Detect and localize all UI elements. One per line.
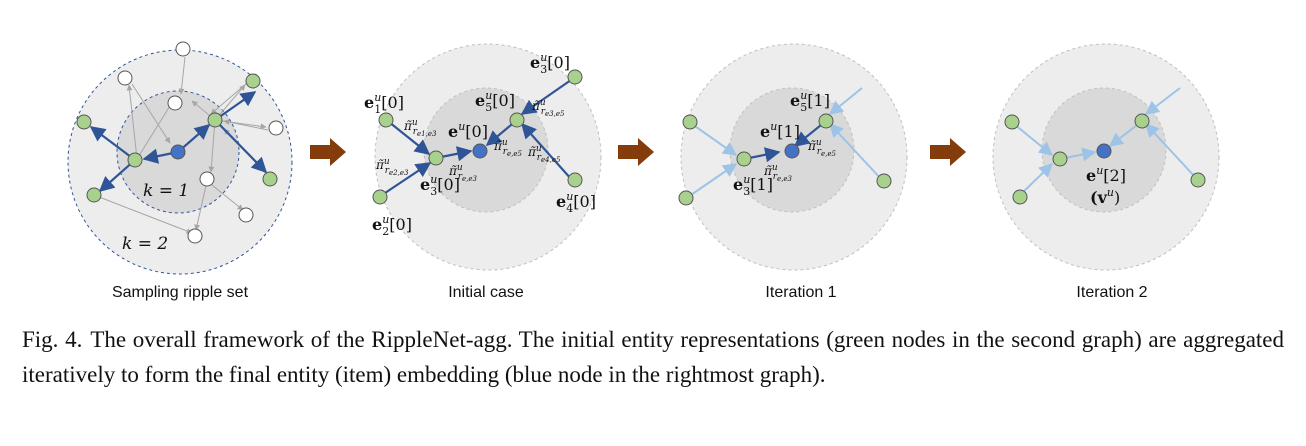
green-node [876, 173, 892, 189]
white-node [238, 207, 254, 223]
transition-arrow [930, 138, 966, 166]
green-node-e3-outer [567, 69, 583, 85]
panel-title: Iteration 2 [1076, 284, 1147, 301]
green-node [1190, 172, 1206, 188]
blue-center-node [170, 144, 186, 160]
white-node [175, 41, 191, 57]
panel2-nodes [372, 69, 583, 205]
green-node [1012, 189, 1028, 205]
panel-title: Iteration 1 [765, 284, 836, 301]
light-edges [687, 87, 883, 198]
label-vu: (vu) [1090, 186, 1120, 207]
green-node [76, 114, 92, 130]
label-eu: eu[2] [1086, 164, 1126, 185]
white-node [199, 171, 215, 187]
figure-caption: Fig. 4.The overall framework of the Ripp… [22, 322, 1284, 392]
label-eu: eu[0] [448, 120, 488, 141]
k1-label: k = 1 [143, 181, 189, 201]
green-node [1004, 114, 1020, 130]
green-node [262, 171, 278, 187]
green-node [86, 187, 102, 203]
green-node-e2 [372, 189, 388, 205]
green-node [245, 73, 261, 89]
panel-title: Initial case [448, 284, 524, 301]
caption-label: Fig. 4. [22, 327, 83, 352]
blue-center-node [1096, 143, 1112, 159]
panel1-nodes [76, 41, 284, 244]
white-node [268, 120, 284, 136]
green-node-e5 [818, 113, 834, 129]
caption-text: The overall framework of the RippleNet-a… [22, 327, 1284, 387]
blue-center-node [784, 143, 800, 159]
green-node [1134, 113, 1150, 129]
white-node [167, 95, 183, 111]
green-node [207, 112, 223, 128]
green-node [1052, 151, 1068, 167]
transition-arrow [618, 138, 654, 166]
panel-sampling-ripple-set: k = 1 k = 2 Sampling ripple set [67, 41, 293, 301]
green-node-e3 [428, 150, 444, 166]
green-node [678, 190, 694, 206]
label-eu: eu[1] [760, 120, 800, 141]
k2-label: k = 2 [122, 234, 168, 254]
white-node [117, 70, 133, 86]
green-node-e1 [378, 112, 394, 128]
panel-title: Sampling ripple set [112, 284, 249, 301]
panel3-nodes [678, 113, 892, 206]
green-node-e5 [509, 112, 525, 128]
green-node-e4 [567, 172, 583, 188]
dark-edges [381, 79, 573, 196]
panel-iteration-2: eu[2] (vu) Iteration 2 [992, 43, 1220, 301]
green-node [127, 152, 143, 168]
dark-edges [89, 91, 268, 193]
panel4-nodes [1004, 113, 1206, 205]
green-node [682, 114, 698, 130]
transition-arrow [310, 138, 346, 166]
white-node [187, 228, 203, 244]
blue-center-node [472, 143, 488, 159]
green-node-e3 [736, 151, 752, 167]
